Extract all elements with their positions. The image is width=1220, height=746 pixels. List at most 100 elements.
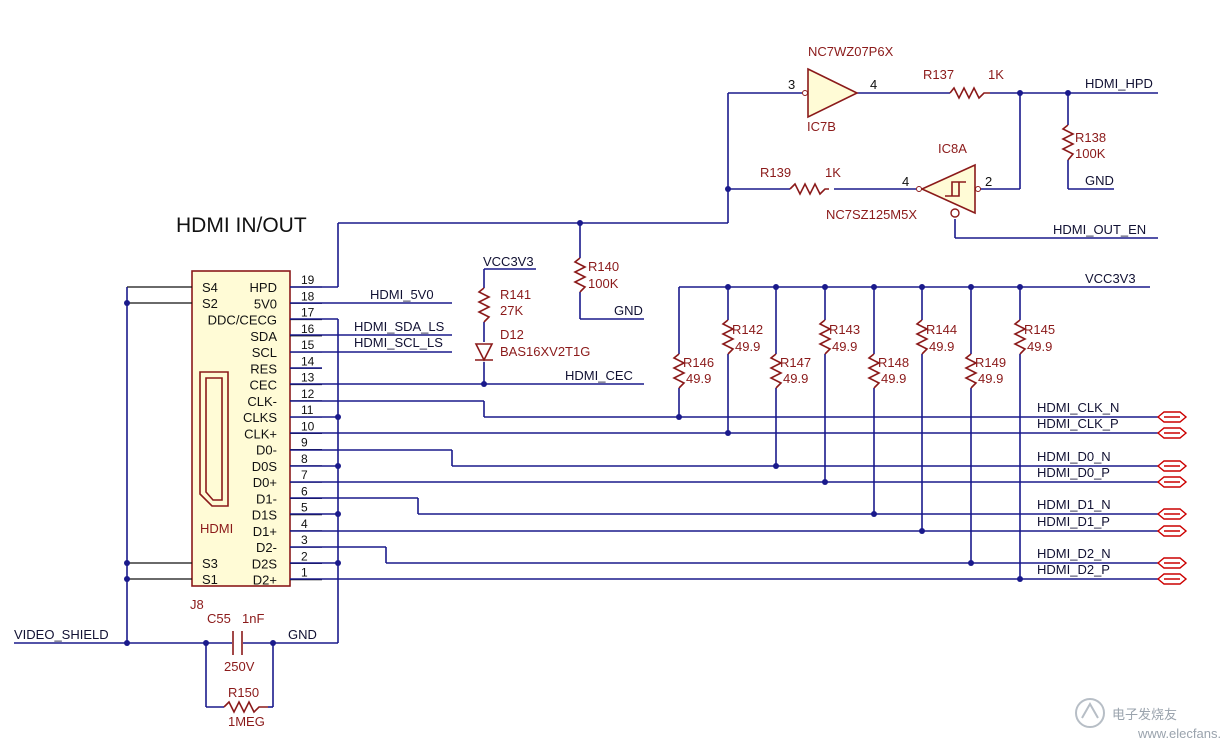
net-label-d0-n: HDMI_D0_N bbox=[1037, 449, 1111, 464]
ic7b-pin-in: 3 bbox=[788, 77, 795, 92]
ic8a-pin-in: 4 bbox=[902, 174, 909, 189]
net-labels: HDMI_HPD GND HDMI_OUT_EN VCC3V3 GND VCC3… bbox=[14, 76, 1153, 642]
r140-ref: R140 bbox=[588, 259, 619, 274]
connector-pin-number: 11 bbox=[301, 403, 314, 417]
connector-pin-label: D1S bbox=[252, 508, 278, 523]
connector-pin-label: D1- bbox=[256, 491, 277, 506]
r144-ref: R144 bbox=[926, 322, 957, 337]
net-label-gnd-shield: GND bbox=[288, 627, 317, 642]
net-label-gnd-r138: GND bbox=[1085, 173, 1114, 188]
connector-pin-label: HPD bbox=[250, 280, 277, 295]
r138-ref: R138 bbox=[1075, 130, 1106, 145]
connector-pin-label: RES bbox=[250, 361, 277, 376]
connector-pin-label: CLKS bbox=[243, 410, 277, 425]
connector-pin-label: CEC bbox=[250, 378, 277, 393]
r150-value: 1MEG bbox=[228, 714, 265, 729]
net-label-clk-n: HDMI_CLK_N bbox=[1037, 400, 1119, 415]
r143-resistor: R143 49.9 bbox=[818, 319, 860, 355]
ic8a-part: NC7SZ125M5X bbox=[826, 207, 917, 222]
connector-pin-number: 1 bbox=[301, 566, 308, 580]
r137-value: 1K bbox=[988, 67, 1004, 82]
connector-j8: HDMI J8 19HPD185V017DDC/CECG16SDA15SCL14… bbox=[127, 270, 322, 612]
ic7b-pin-out: 4 bbox=[870, 77, 877, 92]
connector-pin-number: 7 bbox=[301, 468, 308, 482]
r147-ref: R147 bbox=[780, 355, 811, 370]
shield-pin-s2: S2 bbox=[202, 296, 218, 311]
r146-ref: R146 bbox=[683, 355, 714, 370]
connector-pin-number: 15 bbox=[301, 338, 315, 352]
junction-dots bbox=[124, 90, 1071, 646]
c55-capacitor: C55 1nF 250V bbox=[207, 611, 264, 674]
net-label-d2-n: HDMI_D2_N bbox=[1037, 546, 1111, 561]
connector-pin-number: 10 bbox=[301, 419, 315, 433]
connector-pin-label: CLK- bbox=[247, 394, 277, 409]
connector-pin-number: 6 bbox=[301, 484, 308, 498]
connector-pin-number: 18 bbox=[301, 289, 315, 303]
connector-pin-number: 8 bbox=[301, 452, 308, 466]
r148-value: 49.9 bbox=[881, 371, 906, 386]
r149-value: 49.9 bbox=[978, 371, 1003, 386]
r149-resistor: R149 49.9 bbox=[964, 353, 1006, 389]
net-label-clk-p: HDMI_CLK_P bbox=[1037, 416, 1119, 431]
connector-designator: J8 bbox=[190, 597, 204, 612]
c55-voltage: 250V bbox=[224, 659, 255, 674]
connector-pin-label: CLK+ bbox=[244, 426, 277, 441]
r139-ref: R139 bbox=[760, 165, 791, 180]
net-label-5v0: HDMI_5V0 bbox=[370, 287, 434, 302]
net-label-d2-p: HDMI_D2_P bbox=[1037, 562, 1110, 577]
connector-pin-number: 12 bbox=[301, 387, 315, 401]
offsheet-port-icon-clk-n bbox=[1156, 411, 1188, 423]
r137-ref: R137 bbox=[923, 67, 954, 82]
connector-pin-number: 5 bbox=[301, 501, 308, 515]
r143-ref: R143 bbox=[829, 322, 860, 337]
net-label-d1-n: HDMI_D1_N bbox=[1037, 497, 1111, 512]
r149-ref: R149 bbox=[975, 355, 1006, 370]
connector-pin-label: D0- bbox=[256, 443, 277, 458]
r150-resistor: R150 1MEG bbox=[223, 685, 268, 729]
d12-diode: D12 BAS16XV2T1G bbox=[474, 327, 590, 362]
r144-value: 49.9 bbox=[929, 339, 954, 354]
offsheet-ports bbox=[1156, 411, 1188, 585]
connector-pin-label: D1+ bbox=[253, 524, 277, 539]
shield-pin-s1: S1 bbox=[202, 572, 218, 587]
r144-resistor: R144 49.9 bbox=[915, 319, 957, 355]
r148-resistor: R148 49.9 bbox=[867, 353, 909, 389]
ic7b-ref: IC7B bbox=[807, 119, 836, 134]
r138-resistor: R138 100K bbox=[1061, 124, 1106, 161]
r150-ref: R150 bbox=[228, 685, 259, 700]
shield-pin-s4: S4 bbox=[202, 280, 218, 295]
net-label-vcc-rail: VCC3V3 bbox=[1085, 271, 1136, 286]
net-label-shield: VIDEO_SHIELD bbox=[14, 627, 109, 642]
r145-ref: R145 bbox=[1024, 322, 1055, 337]
connector-pin-number: 9 bbox=[301, 436, 308, 450]
connector-pin-number: 17 bbox=[301, 306, 315, 320]
offsheet-port-icon-d0-p bbox=[1156, 476, 1188, 488]
r145-resistor: R145 49.9 bbox=[1013, 319, 1055, 355]
watermark: 电子发烧友 www.elecfans.com bbox=[1075, 698, 1220, 741]
schematic-title: HDMI IN/OUT bbox=[176, 214, 307, 237]
connector-pin-label: D0S bbox=[252, 459, 278, 474]
connector-pin-number: 19 bbox=[301, 273, 315, 287]
d12-ref: D12 bbox=[500, 327, 524, 342]
r145-value: 49.9 bbox=[1027, 339, 1052, 354]
connector-pin-label: D0+ bbox=[253, 475, 277, 490]
r142-value: 49.9 bbox=[735, 339, 760, 354]
connector-pin-number: 16 bbox=[301, 322, 315, 336]
watermark-text: 电子发烧友 bbox=[1112, 707, 1177, 722]
connector-pin-number: 14 bbox=[301, 354, 315, 368]
r142-ref: R142 bbox=[732, 322, 763, 337]
r148-ref: R148 bbox=[878, 355, 909, 370]
connector-body bbox=[191, 270, 291, 587]
connector-pin-label: D2+ bbox=[253, 573, 277, 588]
net-label-d1-p: HDMI_D1_P bbox=[1037, 514, 1110, 529]
ic8a-ref: IC8A bbox=[938, 141, 967, 156]
ic7b-buffer: 3 4 NC7WZ07P6X IC7B bbox=[788, 44, 894, 134]
c55-ref: C55 bbox=[207, 611, 231, 626]
r146-resistor: R146 49.9 bbox=[672, 353, 714, 389]
r140-value: 100K bbox=[588, 276, 619, 291]
connector-name: HDMI bbox=[200, 521, 233, 536]
ic7b-part: NC7WZ07P6X bbox=[808, 44, 894, 59]
r141-value: 27K bbox=[500, 303, 523, 318]
